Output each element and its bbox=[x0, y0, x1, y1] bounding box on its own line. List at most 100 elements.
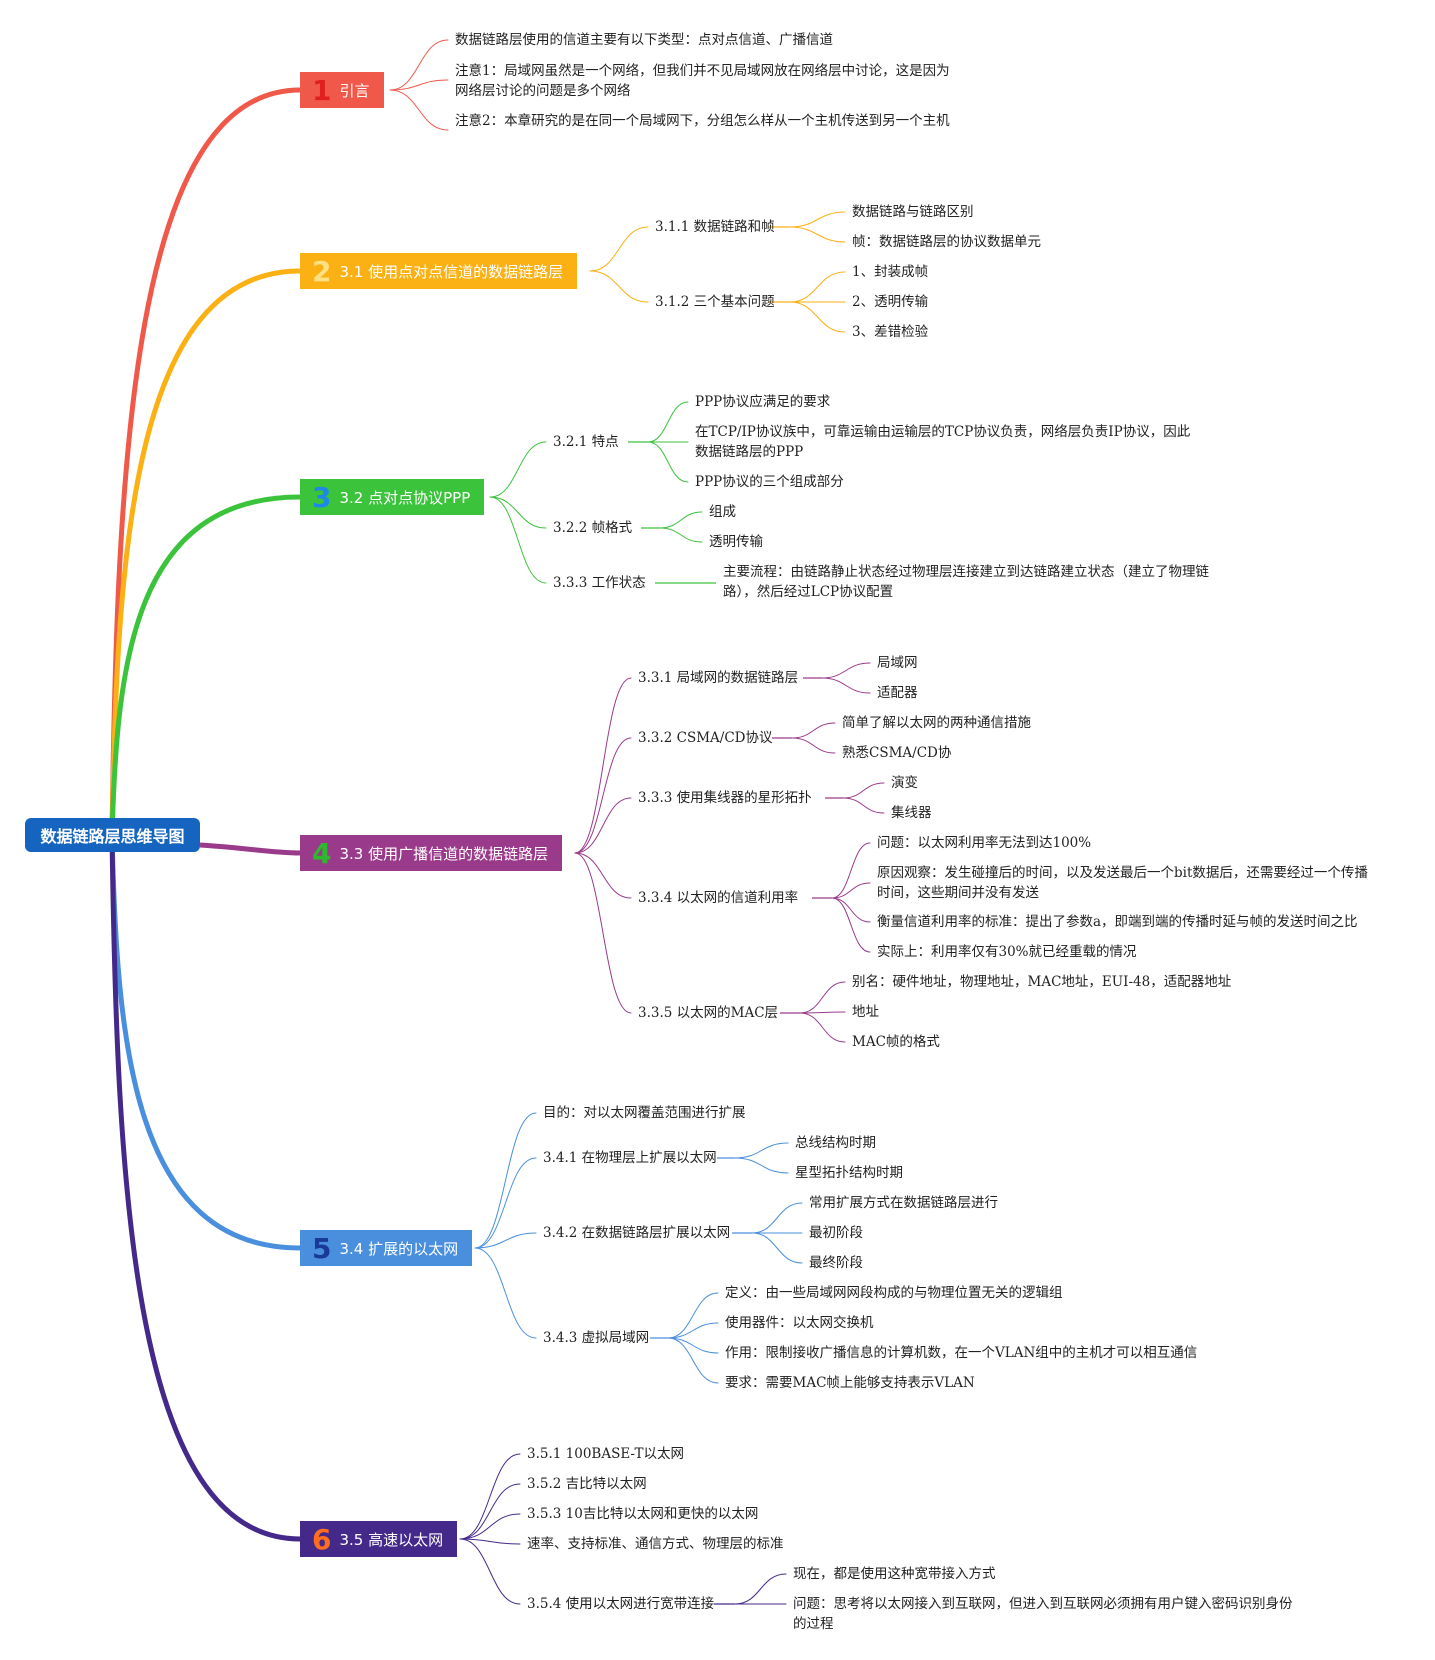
b3-s1-link-2 bbox=[647, 441, 689, 483]
b5-s4-item-1: 定义：由一些局域网网段构成的与物理位置无关的逻辑组 bbox=[725, 1285, 1063, 1301]
b2-link-0 bbox=[589, 226, 649, 272]
branch-6-node[interactable]: 6 3.5 高速以太网 bbox=[300, 1521, 458, 1557]
b3-s2-link-1 bbox=[659, 527, 703, 543]
b5-link-0 bbox=[474, 1112, 537, 1249]
b2-s1-item-1: 数据链路与链路区别 bbox=[852, 204, 974, 220]
b2-link-1 bbox=[589, 270, 649, 303]
b4-s2-item-2: 熟悉CSMA/CD协 bbox=[842, 745, 952, 761]
b4-s4-item-1: 问题：以太网利用率无法到达100% bbox=[877, 835, 1092, 851]
b4-sub-5: 3.3.5 以太网的MAC层 bbox=[638, 1005, 779, 1021]
b1-item-2: 注意1：局域网虽然是一个网络，但我们并不见局域网放在网络层中讨论，这是因为网络层… bbox=[455, 63, 950, 99]
b4-s1-item-2: 适配器 bbox=[877, 685, 918, 701]
b5-s4-link-3 bbox=[667, 1337, 719, 1384]
b5-s4-link-2 bbox=[667, 1337, 719, 1354]
number-5-icon: 5 bbox=[312, 1231, 332, 1265]
b5-s4-item-3: 作用：限制接收广播信息的计算机数，在一个VLAN组中的主机才可以相互通信 bbox=[725, 1345, 1198, 1361]
b5-s2-link-1 bbox=[734, 1157, 789, 1174]
b3-s1-item-1: PPP协议应满足的要求 bbox=[695, 394, 831, 410]
b6-link-1 bbox=[459, 1483, 521, 1540]
b6-s5-link-0 bbox=[734, 1573, 787, 1605]
b4-s5-item-1: 别名：硬件地址，物理地址，MAC地址，EUI-48，适配器地址 bbox=[852, 974, 1232, 990]
b3-s2-item-2: 透明传输 bbox=[709, 534, 763, 550]
b5-s3-item-1: 常用扩展方式在数据链路层进行 bbox=[809, 1195, 998, 1211]
b5-s2-link-0 bbox=[734, 1142, 789, 1159]
branch-2-node[interactable]: 2 3.1 使用点对点信道的数据链路层 bbox=[300, 253, 578, 289]
branch-4-node[interactable]: 4 3.3 使用广播信道的数据链路层 bbox=[300, 835, 563, 871]
b1-link-0 bbox=[389, 39, 449, 91]
b3-s2-link-0 bbox=[659, 511, 703, 529]
branch-4-title: 3.3 使用广播信道的数据链路层 bbox=[339, 844, 549, 863]
root-node[interactable]: 数据链路层思维导图 bbox=[25, 818, 200, 852]
b5-s4-link-0 bbox=[667, 1292, 719, 1339]
b4-s3-link-0 bbox=[842, 782, 885, 799]
b4-link-3 bbox=[574, 852, 632, 899]
b3-sub-1: 3.2.1 特点 bbox=[553, 434, 619, 450]
b3-s1-item-3: PPP协议的三个组成部分 bbox=[695, 474, 844, 490]
b4-link-4 bbox=[574, 852, 632, 1014]
trunk-4 bbox=[199, 842, 301, 856]
b4-s5-link-1 bbox=[799, 1011, 846, 1014]
b3-sub-2: 3.2.2 帧格式 bbox=[553, 520, 633, 536]
b6-link-2 bbox=[459, 1513, 521, 1540]
b5-s2-item-2: 星型拓扑结构时期 bbox=[795, 1165, 903, 1181]
b5-s3-item-2: 最初阶段 bbox=[809, 1225, 863, 1241]
b4-s4-link-1 bbox=[831, 882, 871, 899]
b4-link-0 bbox=[574, 677, 632, 854]
b4-s4-link-3 bbox=[831, 897, 871, 953]
b5-link-1 bbox=[474, 1157, 537, 1249]
b2-sub-2: 3.1.2 三个基本问题 bbox=[655, 294, 775, 310]
b4-s4-link-2 bbox=[831, 897, 871, 923]
b6-sub-4: 速率、支持标准、通信方式、物理层的标准 bbox=[527, 1536, 784, 1552]
b6-link-4 bbox=[459, 1538, 521, 1605]
b6-sub-3: 3.5.3 10吉比特以太网和更快的以太网 bbox=[527, 1506, 759, 1522]
b2-s1-link-0 bbox=[789, 211, 846, 228]
branch-5-node[interactable]: 5 3.4 扩展的以太网 bbox=[300, 1230, 473, 1266]
b1-item-1: 数据链路层使用的信道主要有以下类型：点对点信道、广播信道 bbox=[455, 32, 833, 48]
branch-3-title: 3.2 点对点协议PPP bbox=[339, 488, 471, 507]
trunk-6 bbox=[109, 832, 303, 1542]
b2-s1-link-1 bbox=[789, 226, 846, 243]
b4-sub-2: 3.3.2 CSMA/CD协议 bbox=[638, 730, 773, 746]
b4-s1-link-1 bbox=[821, 677, 871, 694]
branch-1-node[interactable]: 1 引言 bbox=[300, 72, 384, 108]
b3-s3-item-1: 主要流程：由链路静止状态经过物理层连接建立到达链路建立状态（建立了物理链路），然… bbox=[723, 564, 1209, 600]
b3-sub-3: 3.3.3 工作状态 bbox=[553, 575, 646, 591]
b1-link-1 bbox=[389, 79, 449, 91]
b4-s4-item-2: 原因观察：发生碰撞后的时间，以及发送最后一个bit数据后，还需要经过一个传播时间… bbox=[877, 865, 1368, 901]
b3-s1-link-0 bbox=[647, 401, 689, 443]
b4-s5-item-3: MAC帧的格式 bbox=[852, 1034, 940, 1050]
b4-sub-1: 3.3.1 局域网的数据链路层 bbox=[638, 670, 799, 686]
b3-link-2 bbox=[489, 496, 547, 584]
b5-s4-link-1 bbox=[667, 1322, 719, 1339]
number-2-icon: 2 bbox=[312, 254, 332, 288]
b2-s2-link-2 bbox=[789, 301, 846, 333]
branch-5-title: 3.4 扩展的以太网 bbox=[339, 1239, 459, 1258]
b4-s4-item-4: 实际上：利用率仅有30%就已经重载的情况 bbox=[877, 944, 1137, 960]
b6-link-3 bbox=[459, 1538, 521, 1545]
b6-sub-2: 3.5.2 吉比特以太网 bbox=[527, 1476, 647, 1492]
b4-s2-item-1: 简单了解以太网的两种通信措施 bbox=[842, 715, 1031, 731]
b4-s5-link-2 bbox=[799, 1012, 846, 1043]
b5-s4-item-2: 使用器件：以太网交换机 bbox=[725, 1315, 874, 1331]
b4-sub-3: 3.3.3 使用集线器的星形拓扑 bbox=[638, 790, 812, 806]
branch-3-node[interactable]: 3 3.2 点对点协议PPP bbox=[300, 479, 485, 515]
b5-s3-link-2 bbox=[751, 1232, 803, 1264]
b5-s2-item-1: 总线结构时期 bbox=[795, 1135, 876, 1151]
branch-1-title: 引言 bbox=[339, 81, 370, 100]
trunk-3 bbox=[109, 494, 303, 838]
b6-s5-item-1: 现在，都是使用这种宽带接入方式 bbox=[793, 1566, 996, 1582]
b6-sub-1: 3.5.1 100BASE-T以太网 bbox=[527, 1446, 685, 1462]
b4-s3-item-2: 集线器 bbox=[891, 805, 932, 821]
b2-sub-1: 3.1.1 数据链路和帧 bbox=[655, 219, 775, 235]
b4-s5-item-2: 地址 bbox=[852, 1004, 879, 1020]
b3-link-1 bbox=[489, 496, 547, 529]
trunk-2 bbox=[109, 268, 303, 838]
number-4-icon: 4 bbox=[312, 836, 332, 870]
b5-s3-link-0 bbox=[751, 1202, 803, 1234]
b5-sub-2: 3.4.1 在物理层上扩展以太网 bbox=[543, 1150, 717, 1166]
b5-sub-1: 目的：对以太网覆盖范围进行扩展 bbox=[543, 1105, 746, 1121]
b4-s1-item-1: 局域网 bbox=[877, 655, 918, 671]
b6-link-0 bbox=[459, 1453, 521, 1540]
b4-sub-4: 3.3.4 以太网的信道利用率 bbox=[638, 890, 799, 906]
